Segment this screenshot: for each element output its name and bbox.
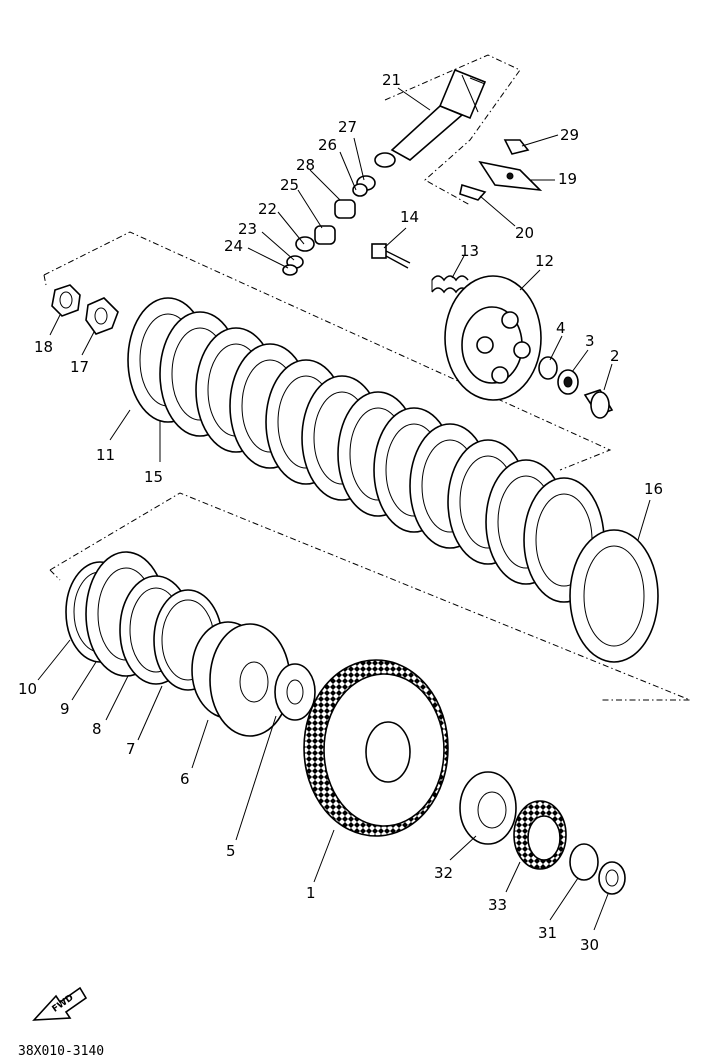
clutch-plate-stack — [127, 297, 659, 663]
callout-19: 19 — [558, 170, 577, 188]
callout-4: 4 — [556, 319, 566, 337]
callout-15: 15 — [144, 468, 163, 486]
primary-driven-gear-1 — [303, 659, 449, 837]
callout-22: 22 — [258, 200, 277, 218]
callout-27: 27 — [338, 118, 357, 136]
housing-group-boundary — [49, 492, 691, 701]
spring-13 — [431, 275, 469, 294]
forward-arrow-icon: FWD — [32, 986, 88, 1021]
thrust-washer-5 — [274, 663, 316, 721]
leader-lines — [37, 87, 651, 931]
callout-9: 9 — [60, 700, 70, 718]
push-rod-21 — [374, 68, 487, 168]
callout-13: 13 — [460, 242, 479, 260]
needle-bearing-33 — [513, 800, 567, 870]
washer-30 — [598, 861, 626, 895]
bearing-32 — [459, 771, 517, 845]
nut-18 — [51, 284, 81, 317]
spacer-31 — [569, 843, 599, 881]
callout-31: 31 — [538, 924, 557, 942]
callout-28: 28 — [296, 156, 315, 174]
callout-7: 7 — [126, 740, 136, 758]
callout-10: 10 — [18, 680, 37, 698]
callout-2: 2 — [610, 347, 620, 365]
pressure-plate-12 — [444, 275, 542, 401]
callout-6: 6 — [180, 770, 190, 788]
clutch-boss-6 — [191, 621, 291, 737]
callout-24: 24 — [224, 237, 243, 255]
callout-14: 14 — [400, 208, 419, 226]
callout-labels: 21 27 26 28 25 22 23 24 29 19 20 14 13 1… — [18, 71, 663, 954]
callout-3: 3 — [585, 332, 595, 350]
callout-23: 23 — [238, 220, 257, 238]
pushrod-boundary — [384, 54, 521, 206]
callout-16: 16 — [644, 480, 663, 498]
washer-bearing-screw — [538, 356, 614, 419]
callout-29: 29 — [560, 126, 579, 144]
callout-25: 25 — [280, 176, 299, 194]
callout-5: 5 — [226, 842, 236, 860]
callout-8: 8 — [92, 720, 102, 738]
release-lever-parts — [459, 139, 543, 201]
callout-21: 21 — [382, 71, 401, 89]
plate-pack-boundary — [43, 231, 612, 471]
callout-33: 33 — [488, 896, 507, 914]
callout-18: 18 — [34, 338, 53, 356]
callout-1: 1 — [306, 884, 316, 902]
callout-26: 26 — [318, 136, 337, 154]
callout-12: 12 — [535, 252, 554, 270]
callout-20: 20 — [515, 224, 534, 242]
callout-30: 30 — [580, 936, 599, 954]
lock-washer-17 — [85, 297, 119, 335]
callout-11: 11 — [96, 446, 115, 464]
callout-17: 17 — [70, 358, 89, 376]
callout-32: 32 — [434, 864, 453, 882]
bolt-14 — [371, 243, 411, 269]
drawing-code: 38X010-3140 — [18, 1044, 104, 1058]
